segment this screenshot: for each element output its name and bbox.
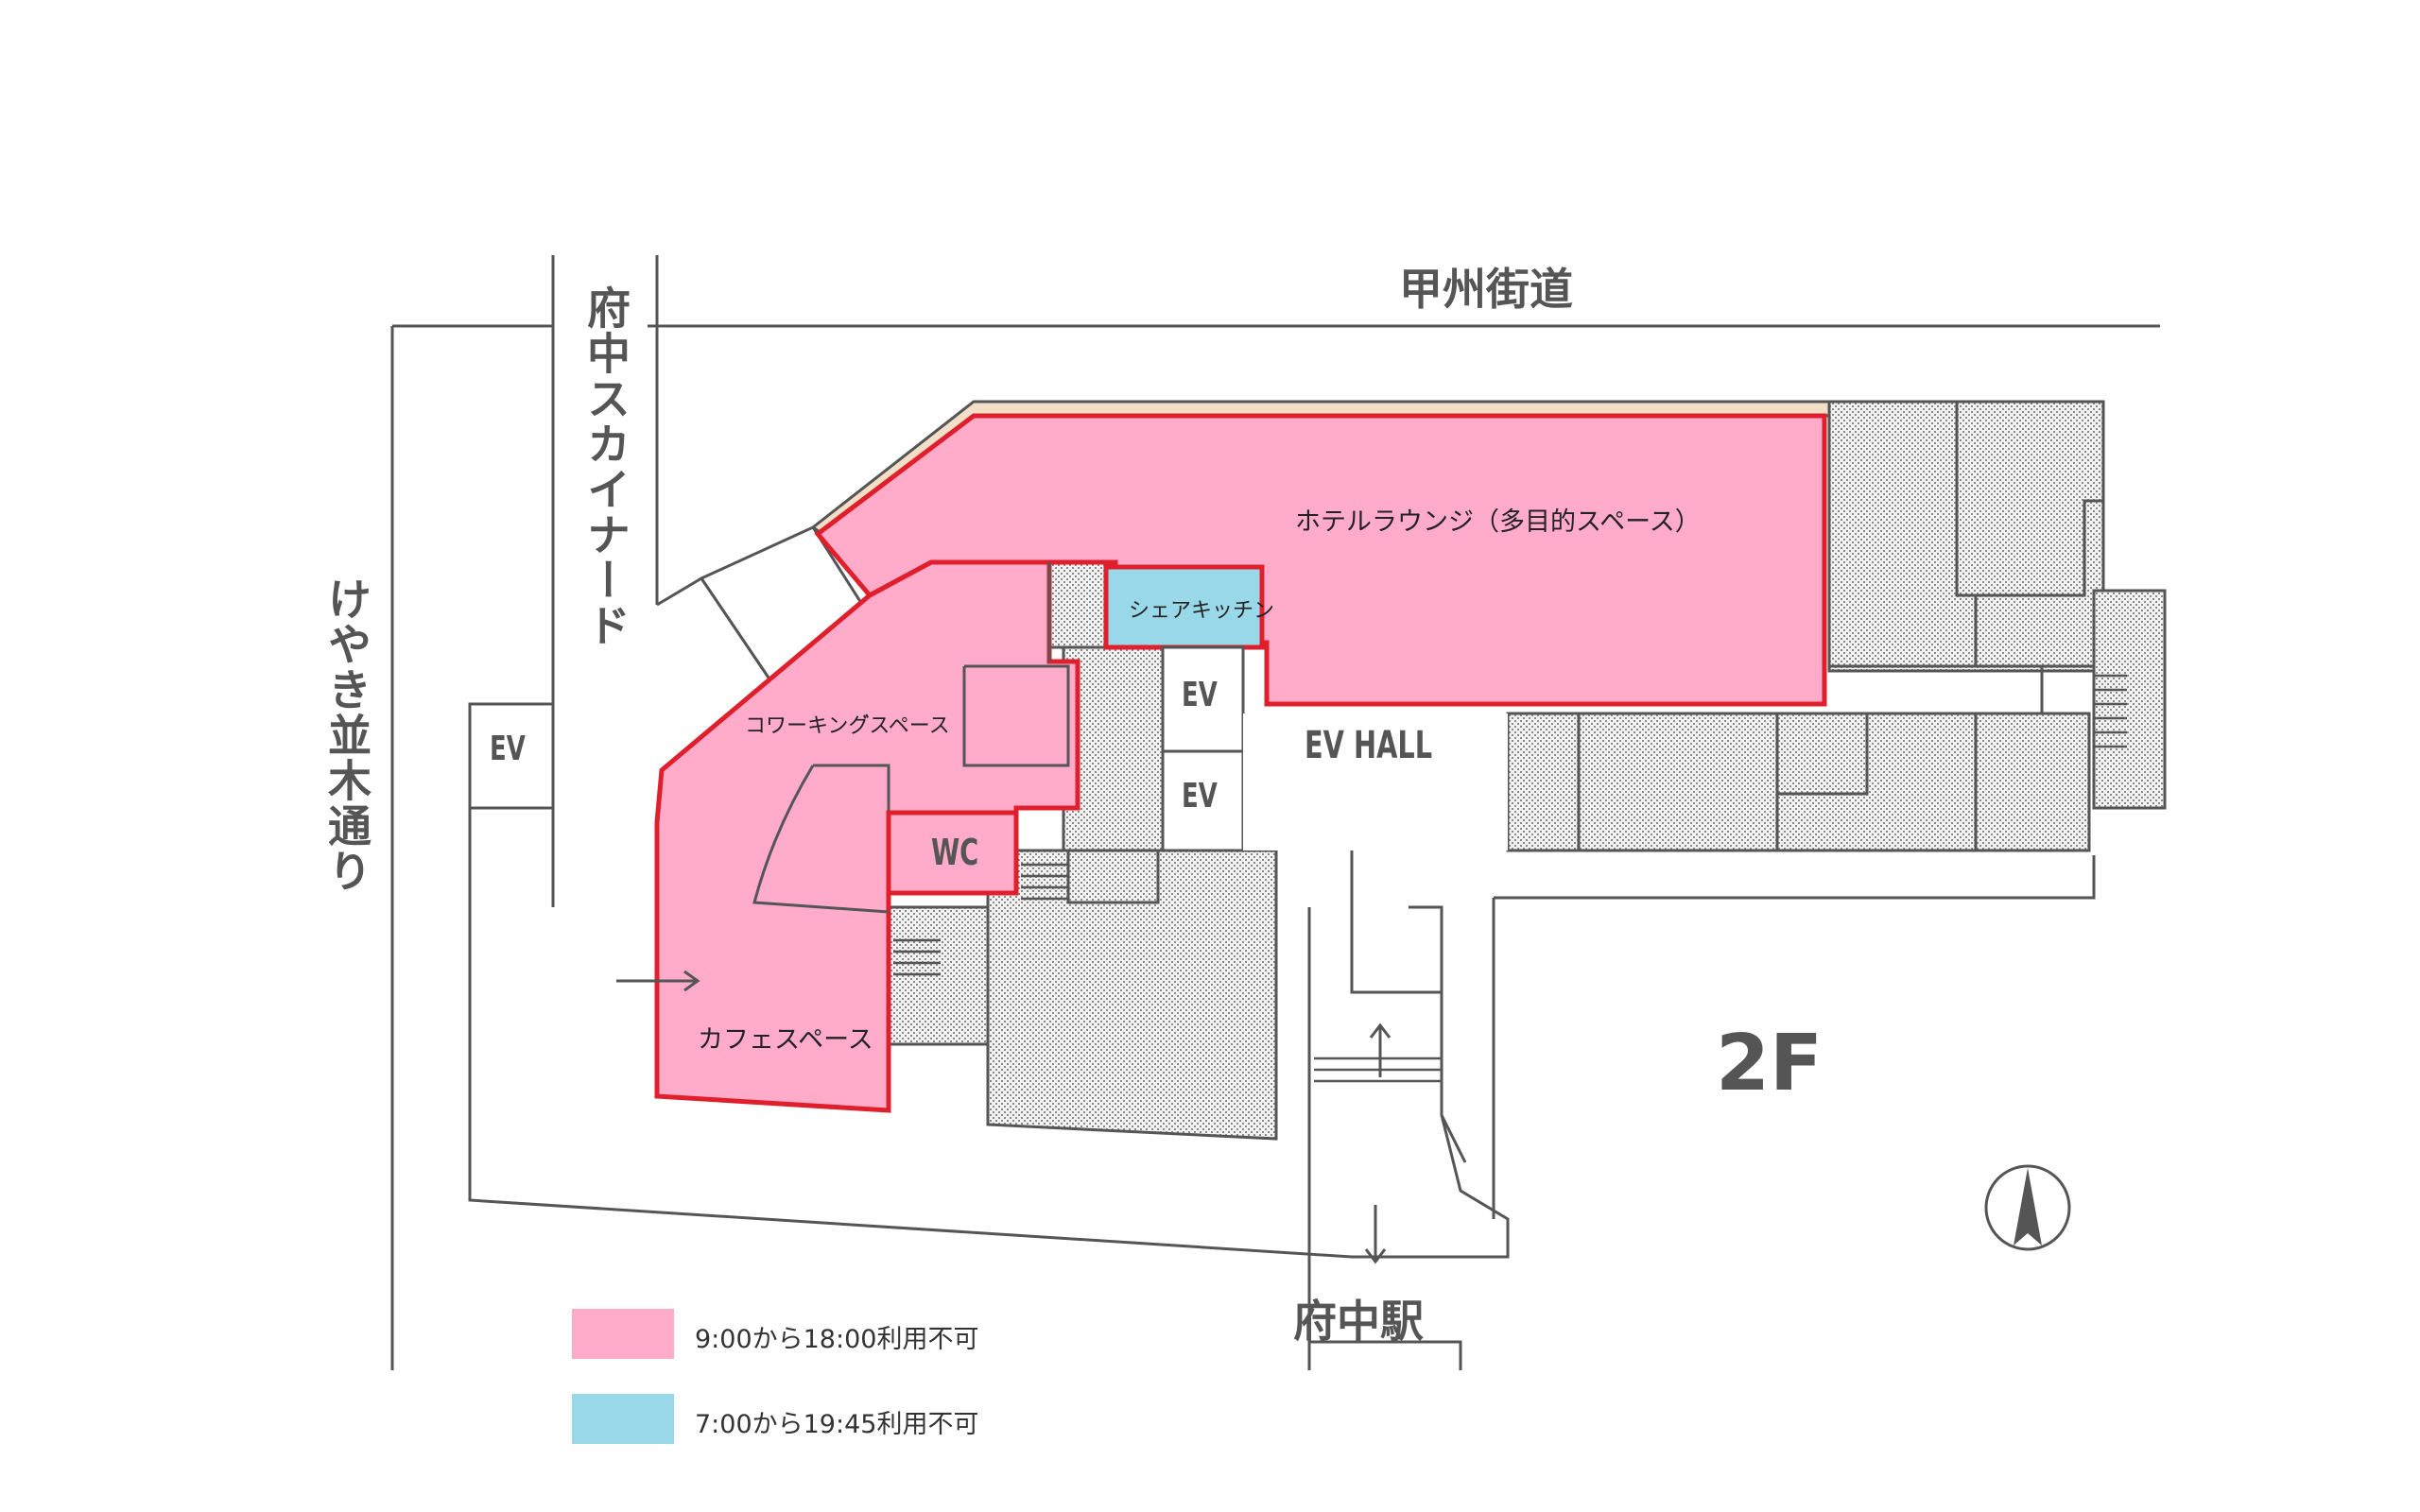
up-arrow-icon xyxy=(1369,1022,1392,1077)
legend-swatch-blue xyxy=(572,1394,674,1444)
share-kitchen-area xyxy=(1103,564,1265,650)
north-arrow-icon xyxy=(1984,1164,2071,1251)
floor-label: 2F xyxy=(1716,1019,1824,1108)
ev-hall-label: EV HALL xyxy=(1305,724,1433,767)
ev-lower-label: EV xyxy=(1182,777,1218,816)
street-koshu-kaido: 甲州街道 xyxy=(1399,264,1573,315)
down-arrow-icon xyxy=(1364,1205,1387,1264)
cafe-label: カフェスペース xyxy=(698,1025,873,1055)
stairs xyxy=(893,674,2127,1083)
legend-swatch-pink xyxy=(572,1309,674,1359)
street-keyaki-namiki: けやき並木通り xyxy=(321,576,372,894)
ev-hall-area xyxy=(1243,713,1508,850)
fuchu-station-label: 府中駅 xyxy=(1293,1296,1424,1347)
share-kitchen-label: シェアキッチン xyxy=(1129,599,1275,623)
ev-left-label: EV xyxy=(490,730,526,768)
ev-upper-label: EV xyxy=(1182,676,1218,714)
service-area-lines xyxy=(1577,402,2103,850)
street-fuchu-skynade: 府中スカイナード xyxy=(580,285,631,648)
legend-text-blue: 7:00から19:45利用不可 xyxy=(695,1410,979,1439)
wc-label: WC xyxy=(931,832,979,873)
elevators xyxy=(468,645,1245,852)
entrance-arrow-icon xyxy=(616,970,700,992)
hotel-lounge-label: ホテルラウンジ（多目的スペース） xyxy=(1295,507,1701,537)
legend-text-pink: 9:00から18:00利用不可 xyxy=(695,1325,979,1354)
coworking-label: コワーキング゙スペース xyxy=(745,714,950,738)
wc-area xyxy=(886,810,1019,896)
